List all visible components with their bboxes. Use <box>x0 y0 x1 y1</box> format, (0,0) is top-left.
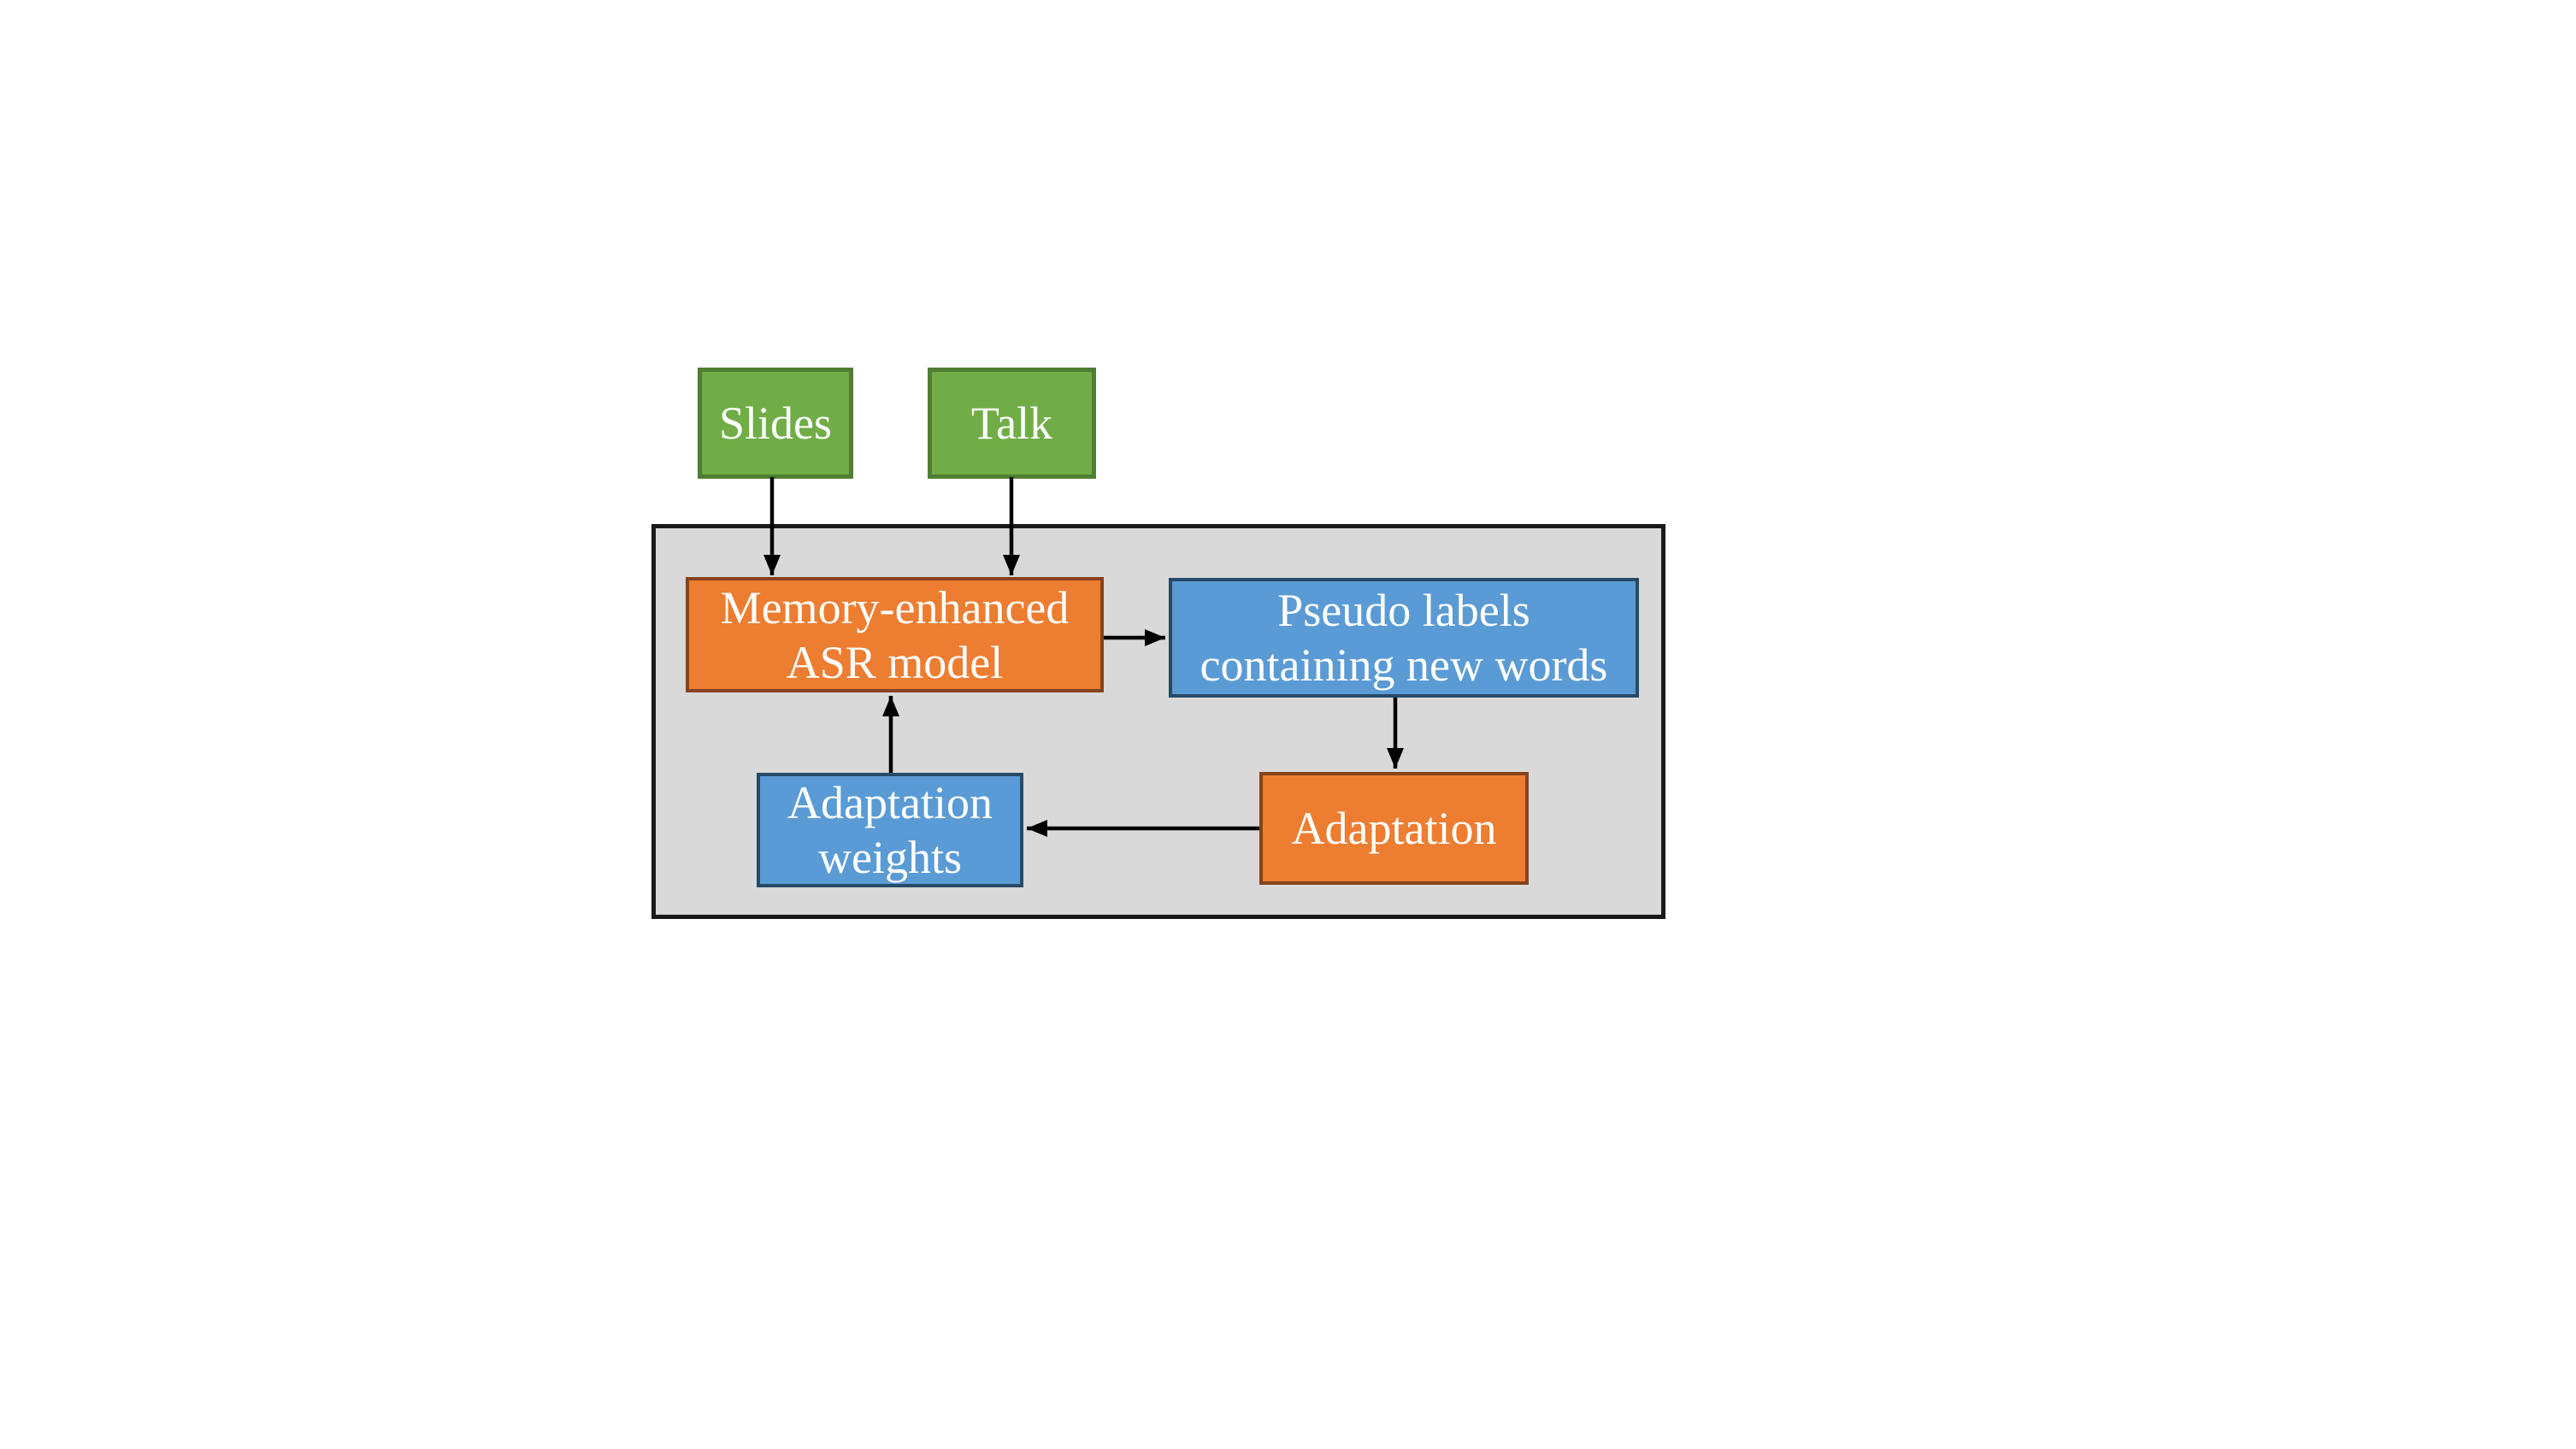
talk-label: Talk <box>970 398 1053 449</box>
asr-model-node: Memory-enhanced ASR model <box>686 577 1104 692</box>
adaptation-node: Adaptation <box>1259 772 1529 885</box>
slides-label: Slides <box>718 398 833 449</box>
asr-label-line1: Memory-enhanced <box>720 581 1070 633</box>
pseudo-label-line1: Pseudo labels <box>1277 585 1530 636</box>
slides-node: Slides <box>698 368 853 479</box>
adaptation-label: Adaptation <box>1291 803 1497 854</box>
adaptation-weights-label-line1: Adaptation <box>787 777 993 828</box>
pseudo-label-line2: containing new words <box>1200 639 1608 691</box>
pseudo-labels-node: Pseudo labels containing new words <box>1169 578 1639 698</box>
adaptation-weights-node: Adaptation weights <box>757 773 1023 887</box>
talk-node: Talk <box>928 368 1096 479</box>
adaptation-weights-label-line2: weights <box>818 832 962 883</box>
asr-label-line2: ASR model <box>786 636 1004 688</box>
